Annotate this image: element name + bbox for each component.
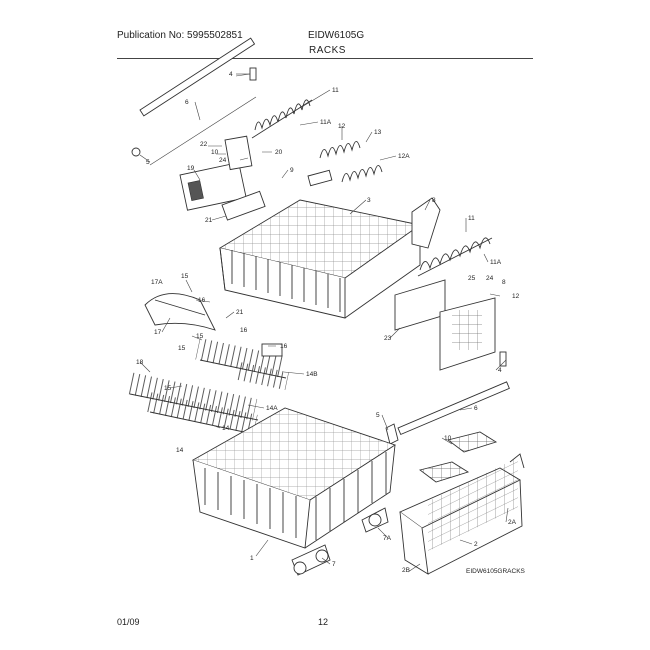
callout-label: 14A	[266, 405, 278, 412]
callout-label: 14B	[306, 371, 318, 378]
rack-wheels	[291, 507, 389, 576]
callout-label: 14	[176, 447, 184, 454]
callout-label: 7	[332, 561, 336, 568]
callout-label: 2A	[508, 519, 517, 526]
callout-label: 20	[275, 149, 283, 156]
callout-labels: 4 6 5 11 11A 12 13 12A 22 10 24 20 9 8 3…	[136, 71, 526, 575]
callout-label: 17A	[151, 279, 163, 286]
callout-label: 7A	[383, 535, 392, 542]
callout-label: 18	[136, 359, 144, 366]
callout-label: 6	[474, 405, 478, 412]
rack-adjuster-right	[411, 197, 441, 249]
callout-label: 21	[236, 309, 244, 316]
callout-label: 11	[332, 87, 339, 94]
callout-label: 17	[154, 329, 162, 336]
upper-rack-rail	[131, 37, 257, 166]
footer-date: 01/09	[117, 617, 140, 627]
callout-label: 24	[219, 157, 227, 164]
rack-handle	[144, 293, 216, 331]
right-adjuster-housing	[394, 279, 496, 371]
leader-lines	[139, 73, 509, 573]
callout-label: 22	[200, 141, 208, 148]
callout-label: 11	[468, 215, 475, 222]
upper-tine-row	[251, 99, 313, 139]
upper-rack	[218, 199, 422, 319]
callout-label: 16	[240, 327, 248, 334]
fold-down-tines-lower	[125, 362, 289, 436]
page-number: 12	[318, 617, 329, 627]
callout-label: 1	[250, 555, 254, 562]
page-title: RACKS	[309, 45, 346, 56]
callout-label: 2	[474, 541, 478, 548]
rail-stop	[236, 67, 257, 81]
callout-label: 5	[376, 412, 380, 419]
model-number: EIDW6105G	[308, 30, 365, 41]
callout-label: 23	[384, 335, 392, 342]
callout-label: 19	[187, 165, 195, 172]
callout-label: 9	[290, 167, 294, 174]
callout-label: 24	[486, 275, 494, 282]
callout-label: 6	[185, 99, 189, 106]
lower-rack-rail	[385, 351, 510, 445]
rack-adjuster-left	[179, 135, 266, 221]
callout-label: 16	[280, 343, 288, 350]
callout-label: 14	[222, 425, 230, 432]
callout-label: 15	[178, 345, 186, 352]
lower-rack	[191, 407, 397, 549]
callout-label: 15	[181, 273, 189, 280]
callout-label: 25	[468, 275, 476, 282]
diagram-code: EIDW6105GRACKS	[466, 568, 526, 575]
callout-label: 4	[229, 71, 233, 78]
silverware-basket	[399, 453, 525, 575]
callout-label: 2B	[402, 567, 410, 574]
callout-label: 12A	[398, 153, 410, 160]
callout-label: 16	[198, 297, 206, 304]
basket-covers	[418, 431, 498, 483]
callout-label: 11A	[490, 259, 502, 266]
callout-label: 10	[211, 149, 219, 156]
callout-label: 12	[512, 293, 520, 300]
callout-label: 10	[444, 435, 452, 442]
callout-label: 8	[502, 279, 506, 286]
callout-label: 5	[146, 159, 150, 166]
callout-label: 21	[205, 217, 213, 224]
header-rule	[117, 58, 533, 59]
cup-shelf-tines	[307, 141, 383, 187]
callout-label: 8	[432, 197, 436, 204]
callout-label: 3	[367, 197, 371, 204]
publication-number: Publication No: 5995502851	[117, 30, 243, 41]
callout-label: 11A	[320, 119, 332, 126]
callout-label: 15	[164, 385, 172, 392]
callout-label: 15	[196, 333, 204, 340]
callout-label: 4	[498, 367, 502, 374]
callout-label: 13	[374, 129, 382, 136]
right-tine-row	[417, 237, 493, 277]
